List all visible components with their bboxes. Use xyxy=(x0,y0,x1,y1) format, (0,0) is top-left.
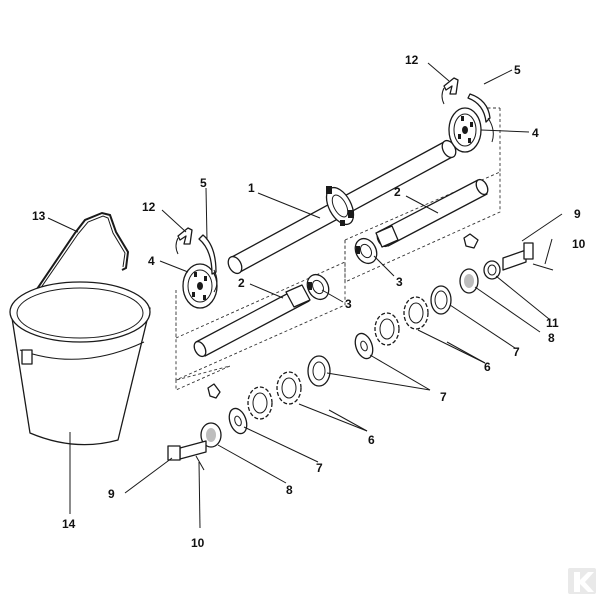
nut-ring xyxy=(483,260,501,280)
callout-12-right: 12 xyxy=(405,53,419,67)
main-shaft xyxy=(227,139,457,275)
clip-left xyxy=(175,227,193,255)
callout-9-lower: 9 xyxy=(108,487,115,501)
callout-3-lower: 3 xyxy=(345,297,352,311)
callout-5-right: 5 xyxy=(514,63,521,77)
callout-4-left: 4 xyxy=(148,254,155,268)
callout-4-right: 4 xyxy=(532,126,539,140)
callout-6-lower: 6 xyxy=(368,433,375,447)
callout-10-upper: 10 xyxy=(572,237,586,251)
washer-upper-flat xyxy=(354,332,374,360)
callout-7-lower: 7 xyxy=(316,461,323,475)
washer-lower-cup xyxy=(307,355,331,387)
washer-upper-cup xyxy=(430,285,452,315)
axle-pin-lower xyxy=(167,440,207,461)
assembly-guide-lines xyxy=(175,107,501,391)
axle-pin-upper xyxy=(502,242,534,271)
callout-6-upper: 6 xyxy=(484,360,491,374)
cotter-pin-upper xyxy=(532,263,554,271)
callout-9-upper: 9 xyxy=(574,207,581,221)
sprocket-lower-a xyxy=(247,386,273,420)
callout-7-upper: 7 xyxy=(513,345,520,359)
callout-3-upper: 3 xyxy=(396,275,403,289)
small-tab-upper xyxy=(463,233,479,249)
callout-7-middle: 7 xyxy=(440,390,447,404)
callout-8-upper: 8 xyxy=(548,331,555,345)
callout-11: 11 xyxy=(546,316,559,330)
callout-1: 1 xyxy=(248,181,255,195)
callout-5-left: 5 xyxy=(200,176,207,190)
wheel-right xyxy=(448,107,482,153)
lower-tube xyxy=(193,284,311,358)
bucket xyxy=(9,281,151,446)
small-tab-lower xyxy=(207,383,221,399)
clip-right xyxy=(441,77,459,105)
upper-tube xyxy=(375,178,489,248)
bearing-upper xyxy=(459,268,479,294)
callout-8-lower: 8 xyxy=(286,483,293,497)
callout-10-lower: 10 xyxy=(191,536,205,550)
bucket-handle xyxy=(29,211,130,313)
sprocket-upper-b xyxy=(403,296,429,330)
coupler-upper xyxy=(354,237,378,265)
callout-2-lower: 2 xyxy=(238,276,245,290)
leader-lines xyxy=(47,62,563,529)
callout-2-upper: 2 xyxy=(394,185,401,199)
washer-lower-flat xyxy=(228,407,248,435)
sprocket-lower-b xyxy=(276,371,302,405)
brand-mark-logo xyxy=(568,568,596,594)
callout-12-left: 12 xyxy=(142,200,156,214)
wheel-left xyxy=(182,263,218,309)
callout-labels: 1 2 2 3 3 4 4 5 5 6 6 7 7 7 8 8 9 9 10 1… xyxy=(32,53,586,550)
sprocket-upper-a xyxy=(374,312,400,346)
callout-13: 13 xyxy=(32,209,46,223)
cotter-pin-lower xyxy=(195,455,205,471)
coupler-lower xyxy=(306,273,330,301)
bracket-left xyxy=(198,234,218,293)
callout-14: 14 xyxy=(62,517,76,531)
